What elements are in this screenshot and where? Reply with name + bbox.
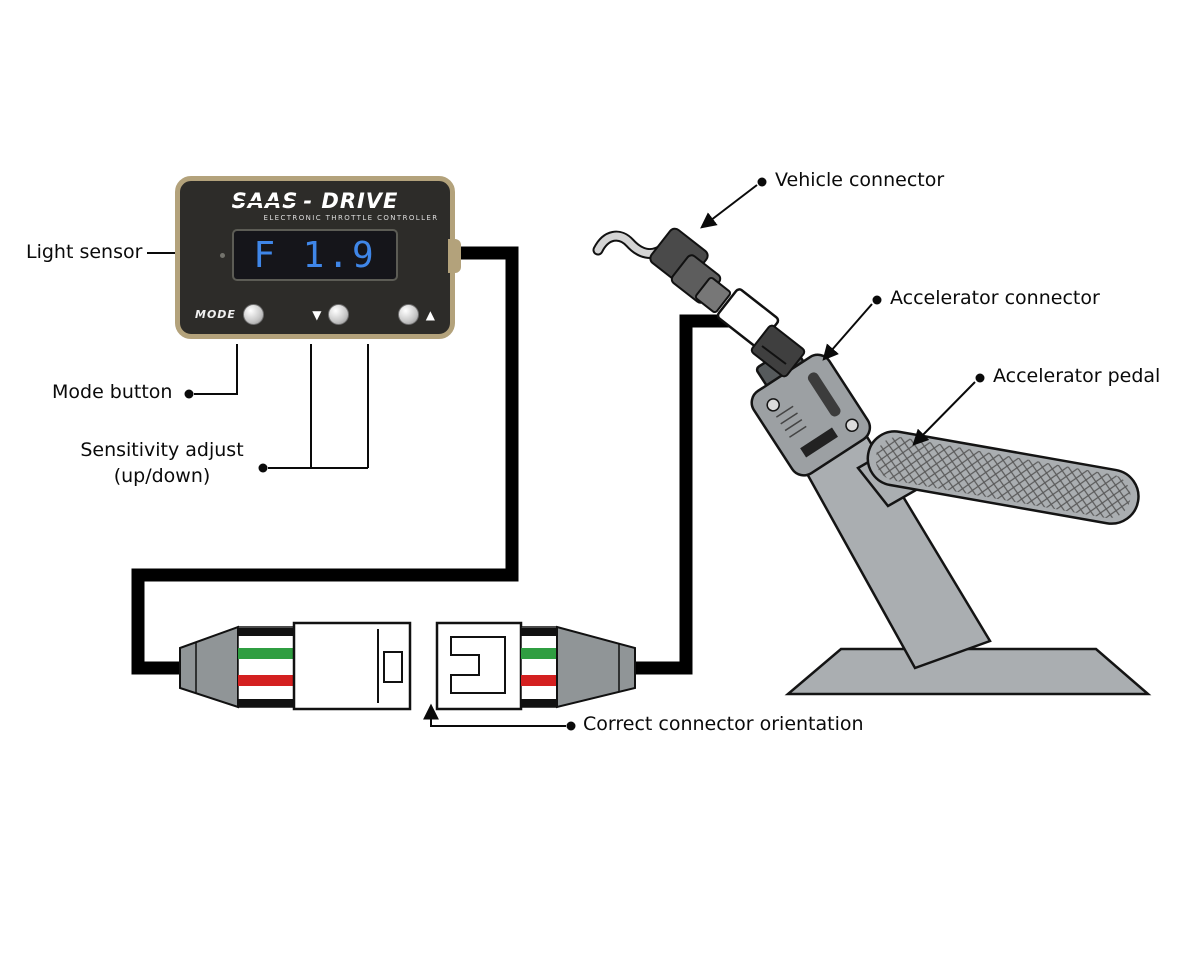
up-group: ▲ <box>397 304 435 325</box>
pedal-base <box>784 647 1152 696</box>
mode-button-leader <box>194 344 238 395</box>
label-correct-connector-orientation: Correct connector orientation <box>583 713 864 735</box>
left-connector-housing <box>292 621 412 711</box>
mode-label: MODE <box>195 308 236 321</box>
right-inline-connector <box>435 621 636 711</box>
sensitivity-up-button[interactable] <box>397 304 419 325</box>
brand-drive: - DRIVE <box>303 189 399 213</box>
right-wire-black-top <box>521 628 557 636</box>
accelerator-connector-art <box>716 288 806 378</box>
controller-harness-cable <box>131 246 519 675</box>
brand-logo: SAAS- DRIVE <box>180 189 450 213</box>
brand-saas: SAAS <box>231 189 299 213</box>
light-sensor-dot <box>220 253 225 258</box>
label-light-sensor: Light sensor <box>26 241 143 263</box>
down-group: ▼ <box>312 304 350 325</box>
right-wire-black-bottom <box>521 699 557 707</box>
throttle-controller-device: SAAS- DRIVE ELECTRONIC THROTTLE CONTROLL… <box>175 176 461 339</box>
label-mode-button: Mode button <box>52 381 173 403</box>
device-controls: MODE ▼ ▲ <box>180 304 450 325</box>
label-vehicle-connector: Vehicle connector <box>775 169 945 191</box>
up-triangle-icon: ▲ <box>425 307 435 322</box>
accelerator-connector-arrow <box>822 303 873 361</box>
down-triangle-icon: ▼ <box>312 307 322 322</box>
label-accelerator-pedal: Accelerator pedal <box>993 365 1161 387</box>
left-wire-green <box>238 648 294 659</box>
display-value: F 1.9 <box>253 234 377 276</box>
left-wire-black-bottom <box>238 699 294 707</box>
mode-group: MODE <box>195 304 264 325</box>
left-wire-red <box>238 675 294 686</box>
cable-exit-notch <box>448 239 461 273</box>
accelerator-pedal-arrow <box>912 381 976 446</box>
label-sensitivity-line2: (up/down) <box>113 465 211 487</box>
left-inline-connector <box>179 621 412 711</box>
pedal-harness-cable <box>636 314 742 675</box>
vehicle-connector-arrow <box>700 184 758 229</box>
left-wire-band <box>237 626 295 708</box>
accelerator-pedal-art <box>750 344 1152 696</box>
label-accelerator-connector: Accelerator connector <box>890 287 1100 309</box>
right-wire-band <box>520 626 558 708</box>
vehicle-connector-art <box>592 227 732 314</box>
right-wire-red <box>521 675 557 686</box>
right-wire-green <box>521 648 557 659</box>
left-wire-black-top <box>238 628 294 636</box>
device-subtitle: ELECTRONIC THROTTLE CONTROLLER <box>263 214 439 222</box>
orientation-arrow <box>423 703 566 727</box>
label-sensitivity-adjust: Sensitivity adjust (up/down) <box>62 437 262 489</box>
device-display: F 1.9 <box>232 229 398 281</box>
sensitivity-down-button[interactable] <box>328 304 350 325</box>
mode-button[interactable] <box>242 304 264 325</box>
label-sensitivity-line1: Sensitivity adjust <box>80 439 244 461</box>
leader-lines <box>147 177 985 731</box>
